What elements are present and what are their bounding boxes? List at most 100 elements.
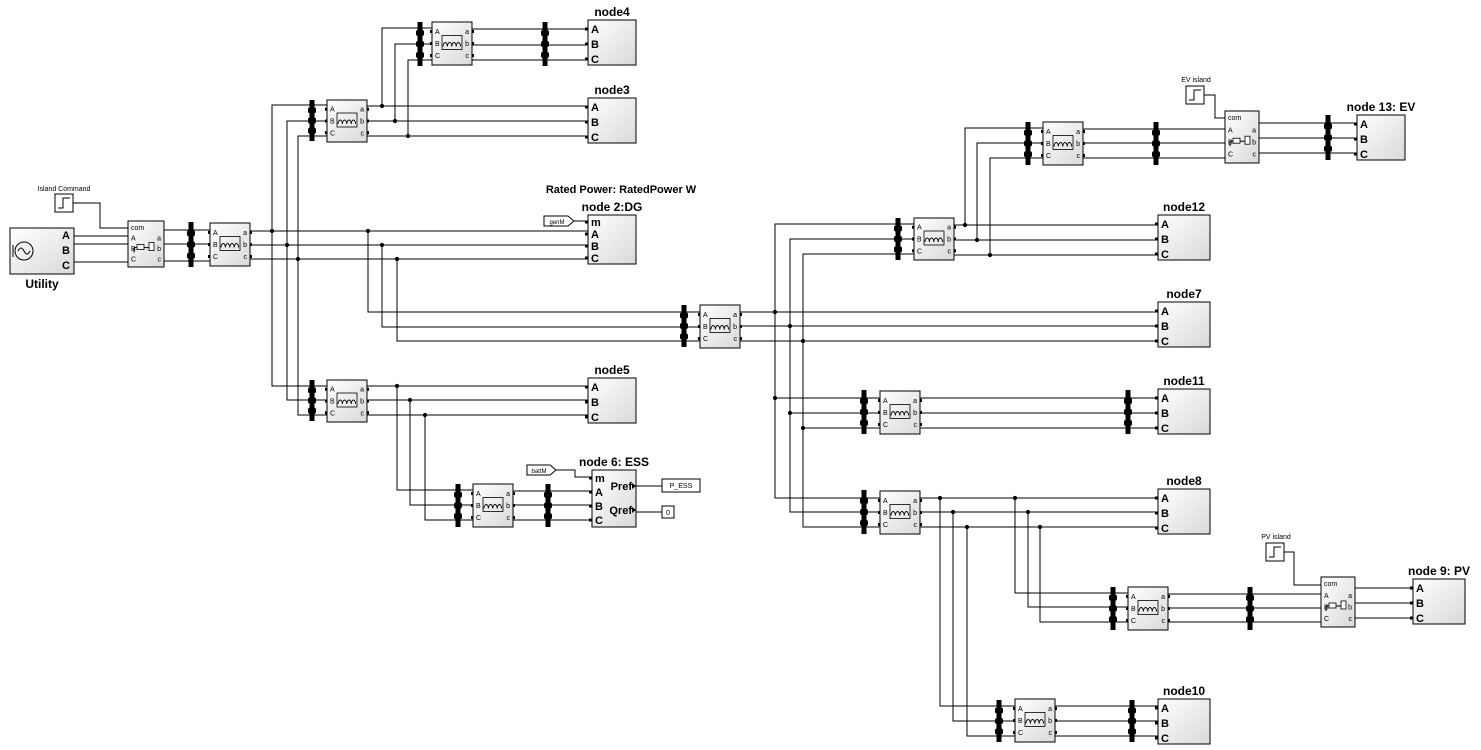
bus-connector	[416, 52, 424, 58]
line-port-in: C	[1018, 730, 1023, 737]
port-stub	[698, 325, 700, 328]
port-stub	[1126, 619, 1128, 623]
line-port-in: B	[883, 510, 888, 517]
utility-body	[9, 227, 75, 275]
wire	[394, 43, 432, 121]
port-stub	[1155, 339, 1158, 343]
wire	[271, 104, 327, 231]
inductor-icon	[1025, 719, 1045, 724]
step-body	[1265, 542, 1285, 562]
pv-island-step[interactable]	[1265, 542, 1285, 562]
line-port-in: A	[1131, 594, 1136, 601]
line-port-in: C	[476, 515, 481, 522]
rated-power-label: Rated Power: RatedPower W	[546, 184, 697, 196]
wire	[1027, 512, 1128, 608]
port-stub	[1155, 736, 1158, 740]
island-command-step[interactable]	[54, 193, 74, 213]
bus-connector	[860, 498, 868, 504]
step-icon	[58, 197, 70, 209]
line-port-in: B	[703, 324, 708, 331]
node-title-node5: node5	[594, 363, 630, 377]
node-port-label: A	[595, 487, 603, 499]
node-port-label: A	[1161, 393, 1169, 405]
port-stub	[1168, 619, 1170, 623]
node-title-node12: node12	[1163, 200, 1205, 214]
port-stub	[367, 131, 369, 135]
bus-connector	[308, 407, 316, 414]
ev-island-step[interactable]	[1185, 85, 1205, 105]
bus-connector	[544, 502, 552, 509]
port-stub	[1041, 142, 1043, 145]
zero-constant[interactable]: 0	[661, 505, 675, 519]
line-port-in: A	[917, 225, 922, 232]
line-port-in: C	[883, 522, 888, 529]
junction-dot	[974, 237, 980, 243]
node-body	[1157, 698, 1211, 745]
breaker-body	[1320, 576, 1356, 628]
utility-port: C	[62, 260, 70, 272]
bus-connector	[894, 236, 902, 242]
line-port-out: c	[507, 515, 511, 522]
bus-connector	[541, 52, 549, 58]
port-stub	[1155, 252, 1158, 256]
wire	[286, 120, 327, 245]
gen-tag[interactable]: genM	[543, 215, 575, 227]
port-stub	[920, 498, 922, 502]
node-port-label: C	[1161, 249, 1169, 261]
breaker-port-in: A	[131, 236, 136, 243]
port-stub	[954, 225, 956, 229]
port-stub	[954, 249, 956, 253]
line-port-out: b	[465, 41, 469, 48]
constant-body	[661, 505, 675, 519]
line-port-out: a	[360, 387, 364, 394]
p-ess-constant[interactable]: P_ESS	[661, 478, 701, 493]
node-body	[591, 469, 637, 528]
line-port-in: B	[917, 237, 922, 244]
zero-label: 0	[666, 510, 670, 517]
port-stub	[585, 244, 588, 248]
port-stub	[698, 312, 700, 316]
node-title-node7: node7	[1166, 287, 1202, 301]
port-stub	[1155, 511, 1158, 515]
port-stub	[920, 398, 922, 402]
wire	[1204, 94, 1225, 119]
junction-dot	[394, 383, 400, 389]
bus-connector	[1152, 140, 1160, 147]
breaker-switch-icon	[1340, 600, 1347, 610]
port-stub	[1041, 129, 1043, 133]
breaker-port-out: a	[157, 236, 161, 243]
wire	[556, 469, 592, 478]
batt-tag[interactable]: battM	[526, 464, 557, 476]
port-stub	[250, 243, 252, 246]
inductor-icon	[220, 243, 240, 248]
port-stub	[1126, 594, 1128, 598]
